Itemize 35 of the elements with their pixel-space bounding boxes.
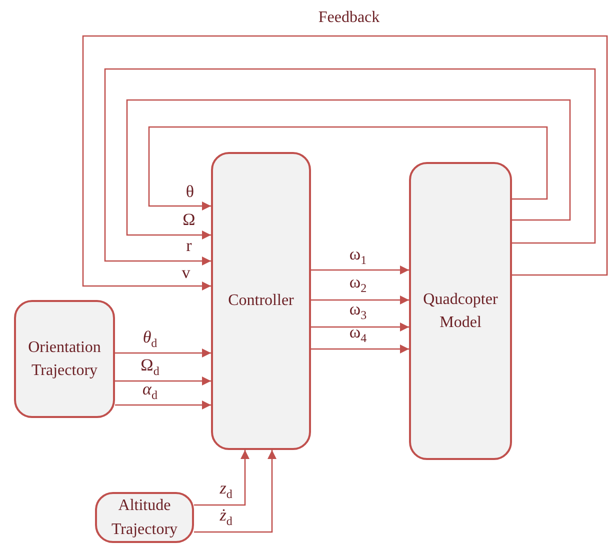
- process-box: [95, 492, 194, 543]
- edge-label: ω$_{1}$: [349, 246, 367, 266]
- arrow: [311, 266, 409, 274]
- loop-label: Feedback: [318, 10, 380, 26]
- arrow: [104, 68, 596, 266]
- box-label: Altitude Trajectory: [110, 496, 179, 540]
- edge-label: r: [186, 237, 192, 254]
- edge-label: α$_{d}$: [142, 380, 158, 401]
- edge-label: θ: [186, 183, 194, 200]
- arrow: [126, 99, 571, 240]
- arrow: [115, 348, 211, 358]
- edge-label: z$_{d}$: [220, 480, 232, 500]
- process-box: [409, 162, 512, 460]
- edge-label: θ$_{d}$: [142, 328, 158, 349]
- arrow: [115, 400, 211, 410]
- edge-label: v: [182, 264, 190, 281]
- edge-label: ω$_{4}$: [349, 324, 367, 344]
- edge-label: Ω$_{d}$: [140, 356, 160, 377]
- edge-label: Ω: [182, 211, 196, 228]
- box-label: Quadcopter Model: [422, 290, 499, 333]
- process-box: [211, 152, 311, 450]
- arrow: [194, 450, 276, 533]
- edge-label: ω$_{3}$: [349, 300, 367, 321]
- arrow: [194, 450, 250, 506]
- box-label: Controller: [228, 291, 294, 312]
- edge-label: ω$_{2}$: [349, 274, 367, 294]
- arrow: [115, 376, 211, 386]
- box-label: Orientation Trajectory: [27, 338, 102, 381]
- arrow: [311, 344, 409, 354]
- arrow: [311, 322, 409, 332]
- arrow: [148, 126, 548, 210]
- edge-label: ż$_{d}$: [220, 506, 232, 527]
- process-box: [14, 300, 115, 418]
- arrow: [82, 35, 608, 290]
- arrow: [311, 296, 409, 304]
